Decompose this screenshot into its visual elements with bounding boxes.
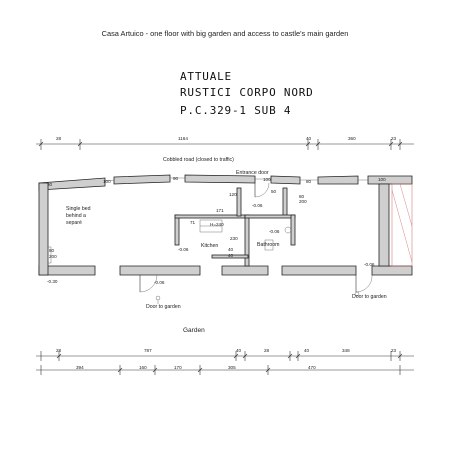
bottom1-dim-787: 787 (144, 348, 152, 353)
bottom2-dim-160: 160 (139, 365, 147, 370)
bottom-dimension-line-1: 28 787 40 28 40 348 23 (36, 348, 414, 361)
dim-171: 171 (216, 208, 224, 213)
door-to-garden-label-right: Door to garden (352, 294, 387, 300)
top-dimension-line: 28 1164 40 360 23 (36, 136, 414, 150)
drawing-title-line1: ATTUALE (180, 70, 232, 83)
bathroom-label: Bathroom (257, 242, 280, 248)
bottom1-dim-348: 348 (342, 348, 350, 353)
dim-230: 230 (230, 236, 238, 241)
dim-w200: 200 (49, 254, 57, 259)
bottom2-dim-470: 470 (308, 365, 316, 370)
cobbled-road-label: Cobbled road (closed to traffic) (163, 157, 234, 163)
bottom1-dim-28a: 28 (56, 348, 62, 353)
east-hatch (391, 183, 413, 267)
drawing-title-line2: RUSTICI CORPO NORD (180, 86, 314, 99)
entrance-door-label: Entrance door (236, 170, 269, 176)
opening-top-2: 100 (103, 179, 111, 184)
top-dim-28: 28 (56, 136, 62, 141)
level-marker-1: -0.06 (252, 203, 263, 208)
dim-80: 80 (299, 194, 305, 199)
single-bed-label-1: Single bed (66, 206, 91, 212)
dim-40a: 40 (228, 247, 234, 252)
door-to-garden-label-left: Door to garden (146, 304, 181, 310)
opening-top-1: 80 (47, 182, 53, 187)
bottom1-dim-40a: 40 (236, 348, 242, 353)
bottom1-dim-40b: 40 (304, 348, 310, 353)
bottom1-dim-23: 23 (391, 348, 397, 353)
bottom2-dim-394: 394 (76, 365, 84, 370)
dim-71: 71 (190, 220, 196, 225)
dim-200: 200 (299, 199, 307, 204)
single-bed-label-3: separé (66, 220, 82, 226)
opening-top-4: 100 (263, 177, 271, 182)
north-wall (38, 174, 413, 191)
image-caption: Casa Artuico - one floor with big garden… (101, 29, 349, 38)
level-marker-4: -0.06 (364, 262, 375, 267)
top-dim-1164: 1164 (178, 136, 188, 141)
level-marker-5: -0.06 (154, 280, 165, 285)
opening-top-5: 80 (306, 179, 312, 184)
level-marker-2: -0.06 (178, 247, 189, 252)
bathroom-toilet (264, 239, 274, 251)
east-interior-wall (378, 183, 390, 267)
entrance-door (254, 182, 270, 198)
top-dim-360: 360 (348, 136, 356, 141)
opening-top-3: 90 (173, 176, 179, 181)
dim-50: 50 (271, 189, 277, 194)
garden-label: Garden (183, 327, 205, 334)
level-marker-3: -0.06 (269, 229, 280, 234)
bottom1-dim-28b: 28 (264, 348, 270, 353)
sill-marker-left: -0.30 (47, 279, 58, 284)
bathroom-sink (284, 226, 292, 234)
west-wall (38, 182, 49, 276)
single-bed-label-2: behind a (66, 213, 86, 219)
door-to-garden-left (139, 274, 161, 304)
top-dim-40: 40 (306, 136, 312, 141)
opening-top-6: 100 (378, 177, 386, 182)
door-to-garden-right (354, 274, 373, 297)
top-dim-23: 23 (391, 136, 397, 141)
dim-h240: H=240 (210, 222, 224, 227)
drawing-title-line3: P.C.329-1 SUB 4 (180, 104, 292, 117)
dim-120: 120 (229, 192, 237, 197)
south-wall (38, 265, 413, 276)
bottom2-dim-305: 305 (228, 365, 236, 370)
dim-40b: 40 (228, 253, 234, 258)
bottom2-dim-170: 170 (174, 365, 182, 370)
bottom-dimension-line-2: 394 160 170 305 470 (36, 365, 414, 375)
kitchen-label: Kitchen (201, 243, 218, 249)
interior-walls (174, 187, 296, 267)
left-window (47, 246, 52, 264)
dim-w80: 80 (49, 248, 55, 253)
